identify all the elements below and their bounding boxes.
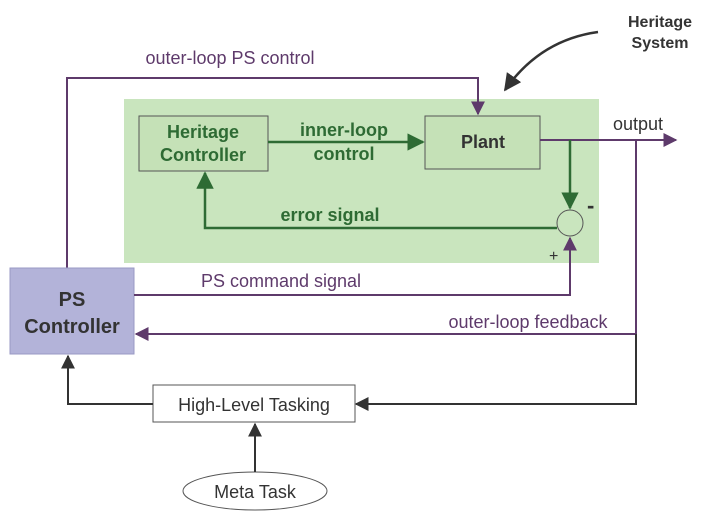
outer-loop-ps-control-label: outer-loop PS control xyxy=(145,48,314,68)
summing-junction xyxy=(556,209,584,237)
ps-command-signal-arrow xyxy=(134,236,577,296)
error-signal-arrow xyxy=(196,171,557,230)
heritage-controller-label-line1: Heritage xyxy=(167,122,239,142)
plant-label: Plant xyxy=(461,132,505,152)
outer-loop-feedback-label: outer-loop feedback xyxy=(448,312,608,332)
meta-task-label: Meta Task xyxy=(214,482,297,502)
error-signal-label: error signal xyxy=(280,205,379,225)
summing-plus-sign: + xyxy=(549,248,558,265)
inner-loop-label-line1: inner-loop xyxy=(300,120,388,140)
heritage-system-label-line2: System xyxy=(632,35,689,52)
heritage-controller-box xyxy=(138,115,269,172)
inner-loop-label-line2: control xyxy=(314,144,375,164)
ps-controller-label-line2: Controller xyxy=(24,316,120,338)
ps-controller-label-line1: PS xyxy=(59,289,86,311)
heritage-system-arrow xyxy=(503,30,599,92)
ps-controller-box xyxy=(9,267,135,355)
heritage-controller-label-line2: Controller xyxy=(160,145,246,165)
plant-box xyxy=(424,115,541,170)
outer-loop-ps-control-arrow xyxy=(66,77,485,268)
tasking-to-ps-controller-arrow xyxy=(61,354,153,405)
summing-minus-sign: - xyxy=(587,193,594,218)
ps-command-signal-label: PS command signal xyxy=(201,271,361,291)
output-to-tasking-arrow xyxy=(354,334,637,411)
output-label: output xyxy=(613,114,663,134)
heritage-system-label-line1: Heritage xyxy=(628,14,692,31)
high-level-tasking-label: High-Level Tasking xyxy=(178,395,330,415)
